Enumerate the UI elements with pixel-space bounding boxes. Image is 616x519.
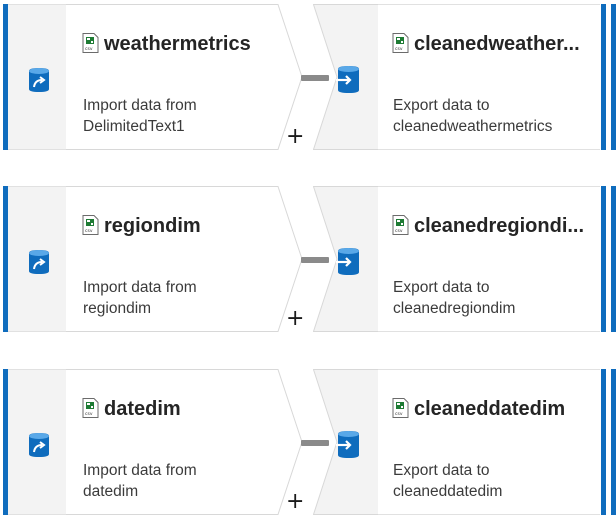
connector-line	[301, 75, 329, 81]
source-desc-line2: regiondim	[83, 300, 152, 317]
sink-node-accent-outer	[611, 186, 616, 332]
svg-text:csv: csv	[85, 229, 93, 234]
sink-desc-line1: Export data to	[393, 97, 490, 114]
source-node-title: datedim	[104, 398, 181, 420]
sink-dataset-icon	[336, 248, 359, 275]
sink-node-accent	[601, 186, 606, 332]
sink-dataset-icon	[336, 66, 359, 93]
csv-file-icon: csv	[392, 398, 409, 418]
sink-desc-line1: Export data to	[393, 279, 490, 296]
source-node-description: Import data from DelimitedText1	[83, 95, 283, 137]
sink-node[interactable]	[378, 186, 600, 332]
sink-node[interactable]	[378, 4, 600, 150]
flow-row: csv datedim Import data from datedim + c…	[0, 369, 616, 515]
csv-file-icon: csv	[82, 33, 99, 53]
csv-file-icon: csv	[392, 215, 409, 235]
sink-node-accent	[601, 369, 606, 515]
source-dataset-icon	[29, 433, 49, 457]
add-transformation-button[interactable]: +	[286, 124, 305, 149]
svg-text:csv: csv	[395, 412, 403, 417]
source-desc-line1: Import data from	[83, 97, 197, 114]
source-desc-line2: DelimitedText1	[83, 118, 185, 135]
svg-text:csv: csv	[395, 47, 403, 52]
source-desc-line1: Import data from	[83, 279, 197, 296]
source-node-description: Import data from datedim	[83, 460, 283, 502]
sink-node-title: cleaneddatedim	[414, 398, 566, 420]
sink-node-description: Export data to cleanedweathermetrics	[393, 95, 598, 137]
source-node-title: weathermetrics	[104, 33, 251, 55]
csv-file-icon: csv	[82, 398, 99, 418]
connector-line	[301, 257, 329, 263]
source-node-accent	[3, 369, 8, 515]
add-transformation-button[interactable]: +	[286, 306, 305, 331]
source-dataset-icon	[29, 250, 49, 274]
sink-node-description: Export data to cleanedregiondim	[393, 277, 598, 319]
csv-file-icon: csv	[392, 33, 409, 53]
source-node-title: regiondim	[104, 215, 201, 237]
svg-text:csv: csv	[85, 412, 93, 417]
sink-desc-line2: cleanedweathermetrics	[393, 118, 553, 135]
csv-file-icon: csv	[82, 215, 99, 235]
sink-node-title: cleanedregiondi...	[414, 215, 585, 237]
sink-node[interactable]	[378, 369, 600, 515]
connector-line	[301, 440, 329, 446]
source-desc-line2: datedim	[83, 483, 139, 500]
source-node-description: Import data from regiondim	[83, 277, 283, 319]
add-transformation-button[interactable]: +	[286, 489, 305, 514]
source-node-accent	[3, 4, 8, 150]
flow-row: csv weathermetrics Import data from Deli…	[0, 4, 616, 150]
source-node-accent	[3, 186, 8, 332]
sink-desc-line1: Export data to	[393, 462, 490, 479]
sink-node-description: Export data to cleaneddatedim	[393, 460, 598, 502]
sink-dataset-icon	[336, 431, 359, 458]
svg-text:csv: csv	[85, 47, 93, 52]
sink-node-title: cleanedweather...	[414, 33, 580, 55]
source-desc-line1: Import data from	[83, 462, 197, 479]
source-dataset-icon	[29, 68, 49, 92]
svg-text:csv: csv	[395, 229, 403, 234]
sink-node-accent-outer	[611, 369, 616, 515]
sink-desc-line2: cleaneddatedim	[393, 483, 503, 500]
sink-desc-line2: cleanedregiondim	[393, 300, 516, 317]
sink-node-accent-outer	[611, 4, 616, 150]
sink-node-accent	[601, 4, 606, 150]
flow-row: csv regiondim Import data from regiondim…	[0, 186, 616, 332]
